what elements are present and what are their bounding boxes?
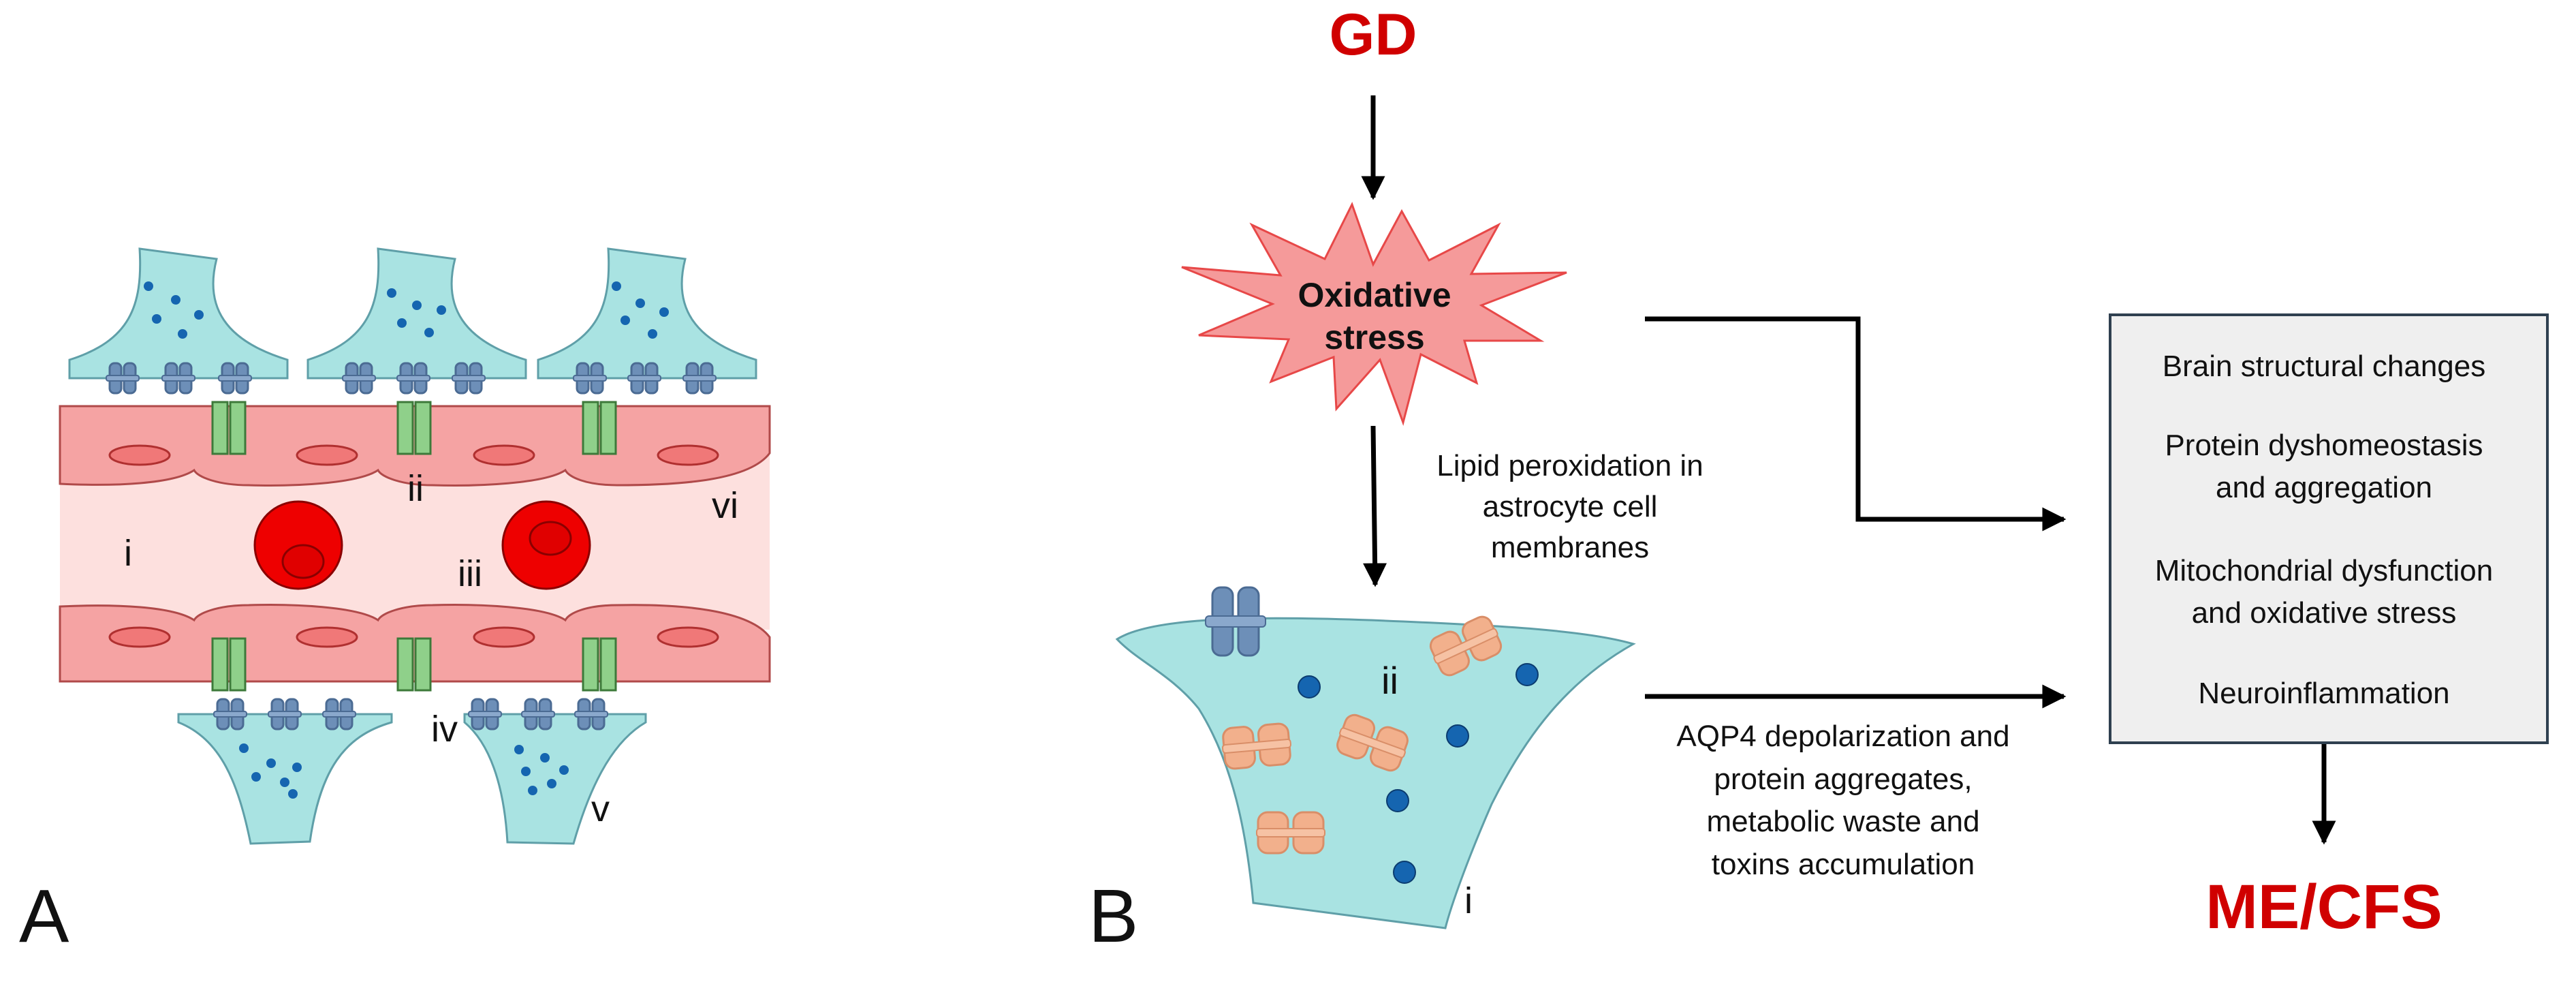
svg-text:protein aggregates,: protein aggregates, <box>1714 763 1972 796</box>
effect-2-line1: Protein dyshomeostasis <box>2165 429 2483 462</box>
oxidative-stress-burst <box>1181 202 1567 427</box>
effect-4: Neuroinflammation <box>2198 677 2449 710</box>
vesicle-dots-bottom <box>239 743 569 799</box>
svg-text:AQP4 depolarization and: AQP4 depolarization and <box>1676 720 2009 753</box>
label-a-vi: vi <box>712 485 738 526</box>
oxidative-stress-line1: Oxidative <box>1298 276 1451 314</box>
panel-label-b: B <box>1088 874 1138 958</box>
svg-text:astrocyte cell: astrocyte cell <box>1483 490 1658 523</box>
panel-b: GD Oxidative stress Lipid peroxidation i… <box>1088 2 2549 958</box>
panel-label-a: A <box>19 874 69 958</box>
oxidative-stress-line2: stress <box>1324 318 1424 356</box>
red-blood-cell-1 <box>253 500 343 590</box>
label-b-i: i <box>1464 880 1473 921</box>
effect-3-line1: Mitochondrial dysfunction <box>2155 554 2493 587</box>
effect-1: Brain structural changes <box>2163 350 2485 383</box>
effect-2-line2: and aggregation <box>2216 471 2432 504</box>
endothelium-bottom <box>59 604 771 692</box>
svg-text:toxins accumulation: toxins accumulation <box>1712 848 1975 881</box>
gd-label: GD <box>1330 2 1417 67</box>
label-a-iv: iv <box>431 709 458 750</box>
label-a-ii: ii <box>407 468 424 509</box>
arrow-stress-to-effects <box>1645 316 2067 532</box>
vesicle-dots-top <box>144 281 669 339</box>
astrocyte-dots <box>1298 663 1539 884</box>
top-astrocyte-endfeet <box>68 247 757 380</box>
outcome-label: ME/CFS <box>2205 872 2443 942</box>
label-b-ii: ii <box>1381 659 1398 702</box>
astrocyte-endfoot-bottom-2 <box>463 713 647 845</box>
aqp4-channel-large <box>1205 586 1266 657</box>
astrocyte-body <box>1115 617 1636 929</box>
effect-3-line2: and oxidative stress <box>2192 596 2457 630</box>
panel-a: i ii iii iv v vi A <box>19 247 771 958</box>
svg-text:membranes: membranes <box>1491 531 1649 564</box>
astrocyte-endfoot-top-1 <box>68 247 289 380</box>
astrocyte-endfoot-top-2 <box>307 247 527 380</box>
svg-text:metabolic waste and: metabolic waste and <box>1706 805 1979 838</box>
astrocyte-endfoot-top-3 <box>537 247 757 380</box>
label-a-v: v <box>591 788 610 829</box>
arrow-stress-to-astrocyte <box>1363 425 1387 587</box>
red-blood-cell-2 <box>501 500 591 590</box>
label-a-iii: iii <box>458 553 482 594</box>
endothelium-top <box>59 401 771 487</box>
label-a-i: i <box>124 533 132 574</box>
aqp4-note: AQP4 depolarization and protein aggregat… <box>1676 720 2009 881</box>
bottom-astrocyte-endfeet <box>177 713 647 845</box>
effects-list: Brain structural changes Protein dyshome… <box>2155 350 2493 710</box>
effects-box <box>2109 313 2549 744</box>
aqp4-channels-bottom <box>213 698 609 731</box>
svg-text:Lipid peroxidation in: Lipid peroxidation in <box>1436 449 1703 482</box>
lipid-peroxidation-note: Lipid peroxidation in astrocyte cell mem… <box>1436 449 1703 564</box>
